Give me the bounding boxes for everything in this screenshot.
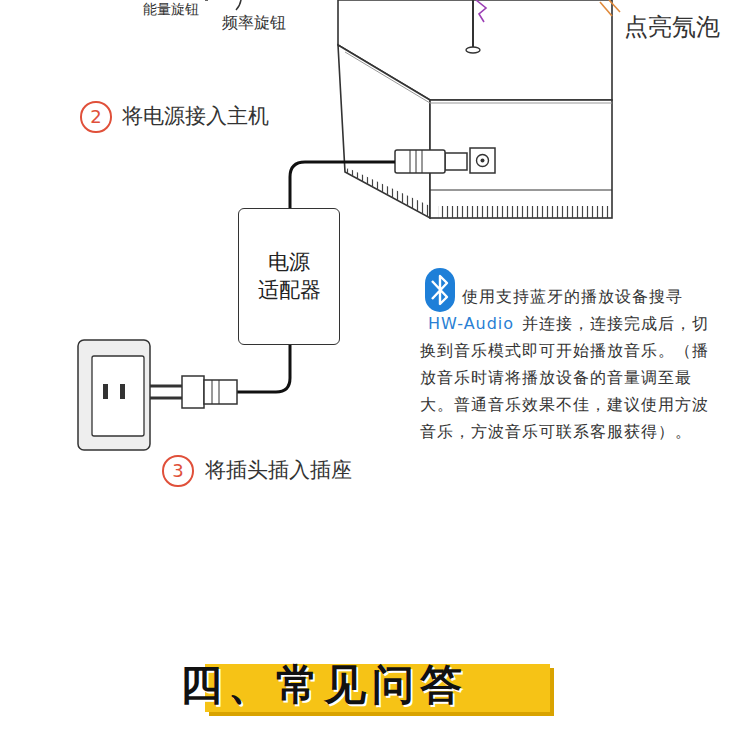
step-text: 将电源接入主机 xyxy=(122,103,269,130)
antenna-rod xyxy=(472,0,474,48)
plug-head xyxy=(182,376,204,408)
main-unit xyxy=(338,0,612,218)
plug-tip xyxy=(445,153,467,170)
socket-plate xyxy=(78,340,150,450)
note-text: 并连接，连接完成后，切换到音乐模式即可开始播放音乐。（播放音乐时请将播放设备的音… xyxy=(420,314,709,441)
instruction-paragraph: 使用支持蓝牙的播放设备搜寻 HW-Audio并连接，连接完成后，切换到音乐模式即可… xyxy=(420,283,710,445)
unit-edge xyxy=(430,103,612,104)
antenna-base xyxy=(466,47,480,53)
socket-slot xyxy=(103,384,108,399)
bluetooth-rune xyxy=(432,276,447,304)
glow-tick xyxy=(609,0,620,12)
glow-tick xyxy=(600,2,612,16)
leader-line xyxy=(236,0,241,10)
plug-rib xyxy=(416,150,417,173)
plug-prong xyxy=(150,397,182,400)
mains-plug xyxy=(150,376,237,408)
part-label: 点亮氖泡 xyxy=(624,12,720,43)
callout-number: 2 xyxy=(90,105,101,128)
node-text: 电源 适配器 xyxy=(256,249,322,304)
dc-plug xyxy=(395,150,467,173)
plug-prong xyxy=(150,385,182,388)
step-text: 将插头插入插座 xyxy=(205,457,352,484)
socket-slot xyxy=(120,384,125,399)
knob-label: 频率旋钮 xyxy=(222,13,286,34)
step-number: 3 xyxy=(162,455,193,486)
plug-body xyxy=(395,150,445,173)
bluetooth-badge xyxy=(425,268,455,312)
section-heading: 四、常见问答 xyxy=(180,660,468,710)
step-number: 2 xyxy=(80,101,111,132)
power-cable xyxy=(290,162,395,208)
plug-rib xyxy=(219,380,220,404)
device-name: HW-Audio xyxy=(428,314,514,333)
unit-vent xyxy=(438,206,610,218)
unit-front-face xyxy=(430,100,612,218)
note-text: 使用支持蓝牙的播放设备搜寻 xyxy=(462,287,683,306)
socket-face xyxy=(92,356,144,436)
plug-rib xyxy=(212,380,213,404)
dc-jack-hole xyxy=(477,155,489,167)
unit-edge xyxy=(430,190,612,191)
knob-label: 能量旋钮 xyxy=(143,0,199,18)
bluetooth-icon xyxy=(425,268,455,312)
dc-jack xyxy=(470,148,495,173)
unit-vent xyxy=(345,168,430,218)
adapter-box: 电源 适配器 xyxy=(238,208,340,345)
plug-rib xyxy=(410,150,411,173)
spark xyxy=(476,0,486,22)
unit-side-face xyxy=(338,45,430,218)
leader-line xyxy=(205,0,208,1)
plug-rib xyxy=(422,150,423,173)
power-cable xyxy=(237,345,290,392)
unit-edge xyxy=(345,52,430,103)
wall-socket xyxy=(78,340,150,450)
callout-number: 3 xyxy=(172,459,183,482)
dc-jack-pin xyxy=(481,159,485,163)
plug-sleeve xyxy=(204,380,237,404)
